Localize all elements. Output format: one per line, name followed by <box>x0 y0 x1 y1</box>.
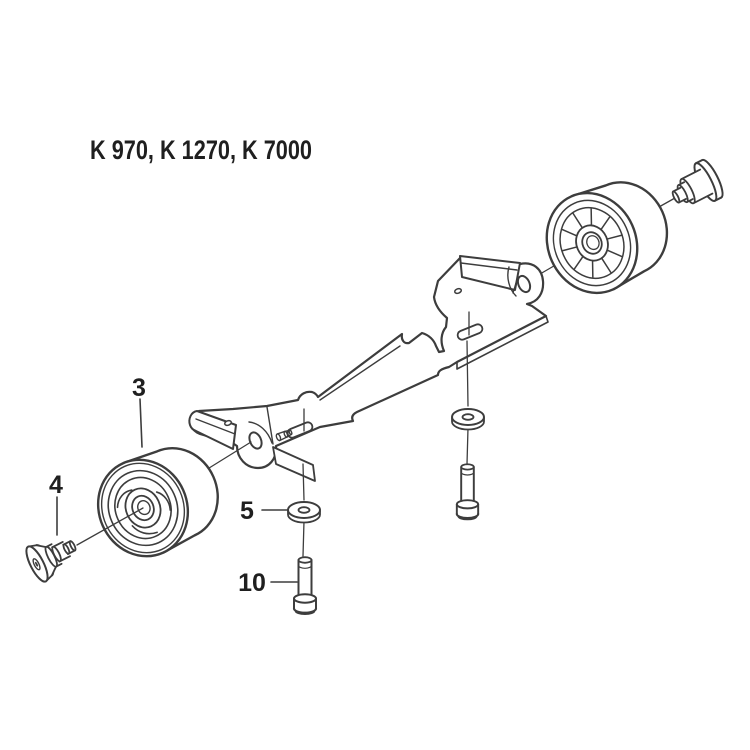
part-callout-4: 4 <box>49 471 63 499</box>
bracket-left-wall <box>272 446 316 482</box>
axis-line-left-outer <box>76 507 144 546</box>
screw-left <box>292 556 318 616</box>
bracket-right-axle-hole <box>516 274 532 294</box>
washer-left <box>287 501 321 524</box>
bracket-right-slot <box>456 323 484 341</box>
washer-right <box>451 408 485 431</box>
bracket-slot-pin <box>275 429 293 442</box>
wheel-right <box>545 181 669 295</box>
bracket-right-small-hole <box>453 287 463 295</box>
axle-bolt-left-tip <box>68 540 77 552</box>
axle-bolt-left-socket <box>32 558 41 571</box>
axle-bolt-left <box>25 540 77 583</box>
wheel-right-spokes <box>561 208 623 278</box>
bracket <box>188 255 549 482</box>
text-layer: K 970, K 1270, K 7000 3 4 5 10 <box>49 135 312 597</box>
part-callout-5: 5 <box>240 497 254 525</box>
wheel-left-spokes <box>116 489 172 535</box>
drawing-layer <box>25 158 724 616</box>
bracket-plate <box>190 255 548 470</box>
leader-lines <box>56 398 298 583</box>
part-callout-10: 10 <box>238 569 266 597</box>
axle-bolt-right <box>671 158 724 205</box>
diagram-title: K 970, K 1270, K 7000 <box>90 135 312 165</box>
assembly-lines <box>302 311 470 557</box>
bracket-left-small-hole <box>223 419 233 427</box>
part-callout-3: 3 <box>132 374 146 402</box>
axle-bolt-right-tip <box>671 190 681 204</box>
wheel-left <box>96 446 219 558</box>
screw-right <box>455 463 480 521</box>
leader-line-3 <box>139 398 143 448</box>
